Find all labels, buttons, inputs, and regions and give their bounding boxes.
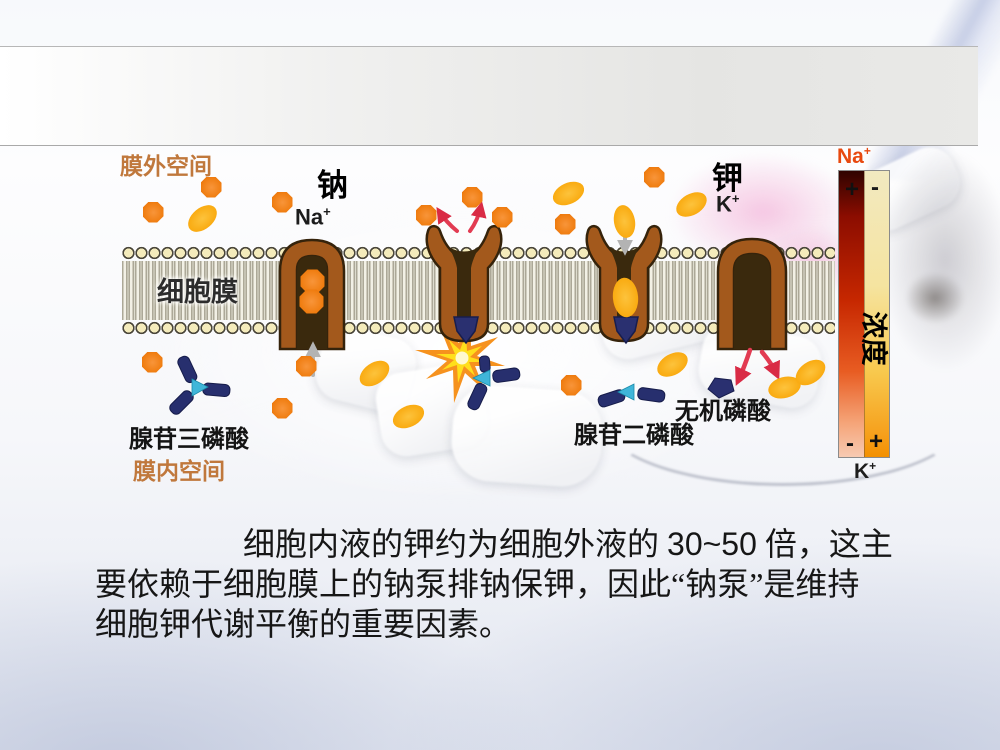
label-atp: 腺苷三磷酸 [129, 426, 249, 453]
label-adp: 腺苷二磷酸 [574, 422, 694, 449]
bound-phosphate [453, 316, 479, 345]
bar-potassium-label: K+ [854, 459, 877, 483]
atp-hydrolysis-molecule [467, 355, 521, 411]
phosphate-release-arrows [735, 347, 780, 386]
label-inorganic-phosphate: 无机磷酸 [675, 398, 771, 425]
label-potassium-ion: K+ [716, 191, 740, 217]
caption-line-1: 细胞内液的钾约为细胞外液的 30~50 倍，这主 [243, 526, 893, 562]
caption-number: 30~50 [667, 526, 757, 562]
label-sodium-cn: 钠 [317, 168, 348, 203]
pump-state-2 [425, 224, 503, 343]
bar-sign-left-top: + [845, 176, 860, 203]
caption: 细胞内液的钾约为细胞外液的 30~50 倍，这主 要依赖于细胞膜上的钠泵排钠保钾… [95, 524, 945, 644]
label-outer-space: 膜外空间 [120, 153, 212, 179]
atp-molecule [169, 355, 231, 415]
title-banner [0, 46, 978, 146]
label-potassium-cn: 钾 [712, 161, 743, 196]
pump-state-4 [716, 237, 788, 351]
label-sodium-ion: Na+ [295, 204, 331, 230]
sodium-release-arrows [436, 201, 487, 233]
bar-axis-label: 浓度 [858, 311, 889, 365]
bar-sign-left-bottom: - [846, 430, 854, 457]
free-phosphate [707, 377, 735, 399]
bar-sign-right-bottom: + [869, 428, 884, 455]
sodium-gradient-column [839, 171, 864, 457]
concentration-gradient-bar [838, 170, 890, 458]
bar-sign-right-top: - [871, 174, 879, 201]
caption-line-2: 要依赖于细胞膜上的钠泵排钠保钾，因此“钠泵”是维持 [95, 566, 860, 602]
energy-starburst [415, 315, 505, 403]
label-inner-space: 膜内空间 [133, 458, 225, 484]
potassium-gradient-column [864, 171, 889, 457]
pump-state-1 [278, 238, 346, 351]
bar-sodium-label: Na+ [837, 144, 871, 168]
label-cell-membrane: 细胞膜 [157, 277, 238, 307]
adp-molecule [597, 383, 666, 408]
caption-line-3: 细胞钾代谢平衡的重要因素。 [95, 606, 512, 642]
